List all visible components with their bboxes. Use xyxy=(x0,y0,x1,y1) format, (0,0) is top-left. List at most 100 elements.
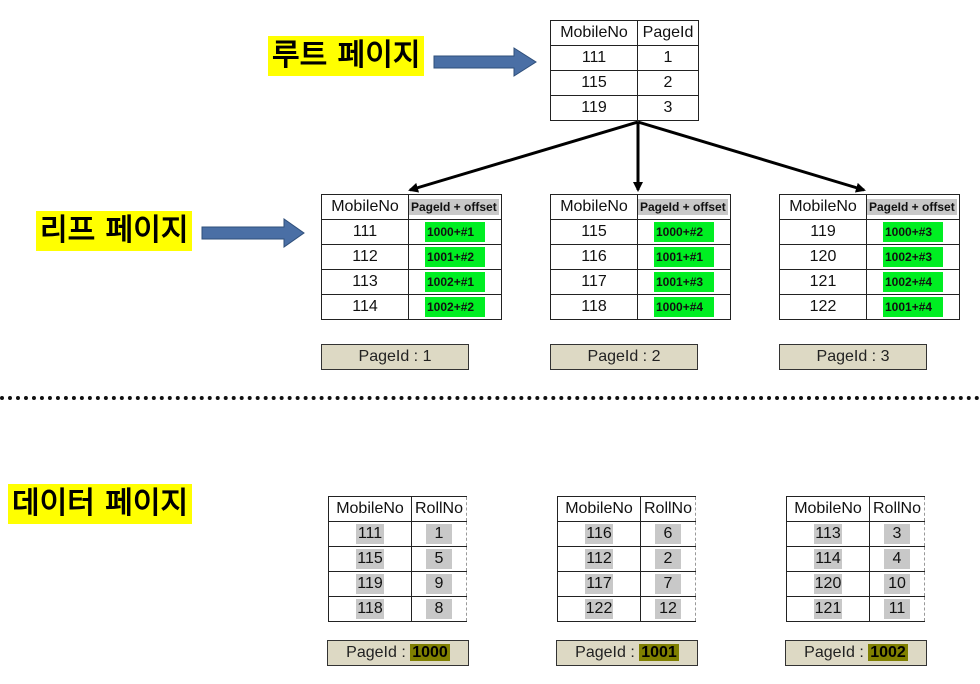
cell-mobileno: 111 xyxy=(321,219,409,245)
cell-rollno: 11 xyxy=(869,596,925,622)
cell-offset: 1001+#2 xyxy=(408,244,502,270)
header-pageid-offset: PageId + offset xyxy=(408,194,502,220)
header-pageid-offset: PageId + offset xyxy=(637,194,731,220)
cell-mobileno: 120 xyxy=(786,571,870,597)
cell-offset: 1002+#1 xyxy=(408,269,502,295)
header-rollno: RollNo xyxy=(640,496,696,522)
cell-pageid: 2 xyxy=(637,70,699,96)
cell-rollno: 7 xyxy=(640,571,696,597)
cell-mobileno: 118 xyxy=(550,294,638,320)
cell-rollno: 5 xyxy=(411,546,467,572)
header-rollno: RollNo xyxy=(411,496,467,522)
data-page-label: 데이터 페이지 xyxy=(8,484,193,524)
cell-mobileno: 112 xyxy=(321,244,409,270)
table-row: MobileNo PageId + offset xyxy=(321,194,502,220)
page-id-value: 1000 xyxy=(410,644,450,661)
cell-offset: 1001+#1 xyxy=(637,244,731,270)
cell-mobileno: 111 xyxy=(328,521,412,547)
cell-offset: 1001+#3 xyxy=(637,269,731,295)
header-mobileno: MobileNo xyxy=(779,194,867,220)
cell-pageid: 3 xyxy=(637,95,699,121)
cell-mobileno: 111 xyxy=(550,45,638,71)
leaf-page-id-label-2: PageId : 2 xyxy=(550,344,698,370)
page-id-value: 1001 xyxy=(639,644,679,661)
tree-arrow-left xyxy=(408,120,639,193)
page-id-prefix: PageId : xyxy=(575,644,640,661)
cell-mobileno: 119 xyxy=(779,219,867,245)
cell-offset: 1000+#1 xyxy=(408,219,502,245)
cell-mobileno: 115 xyxy=(328,546,412,572)
header-mobileno: MobileNo xyxy=(321,194,409,220)
table-row: MobileNo PageId + offset xyxy=(779,194,960,220)
table-row: 115 2 xyxy=(550,70,699,96)
cell-offset: 1000+#4 xyxy=(637,294,731,320)
root-page-label: 루트 페이지 xyxy=(268,36,425,76)
cell-mobileno: 115 xyxy=(550,219,638,245)
cell-mobileno: 114 xyxy=(321,294,409,320)
leaf-page-id-label-3: PageId : 3 xyxy=(779,344,927,370)
header-mobileno: MobileNo xyxy=(550,20,638,46)
table-row: MobileNo PageId + offset xyxy=(550,194,731,220)
table-row: MobileNo RollNo xyxy=(557,496,696,522)
cell-mobileno: 117 xyxy=(557,571,641,597)
data-page-id-label-1: PageId : 1000 xyxy=(327,640,469,666)
cell-pageid: 1 xyxy=(637,45,699,71)
data-page-id-label-3: PageId : 1002 xyxy=(785,640,927,666)
cell-mobileno: 113 xyxy=(321,269,409,295)
section-divider xyxy=(0,396,980,400)
cell-offset: 1000+#3 xyxy=(866,219,960,245)
cell-rollno: 12 xyxy=(640,596,696,622)
table-row: 119 3 xyxy=(550,95,699,121)
cell-mobileno: 113 xyxy=(786,521,870,547)
cell-mobileno: 117 xyxy=(550,269,638,295)
cell-mobileno: 112 xyxy=(557,546,641,572)
leaf-page-label: 리프 페이지 xyxy=(36,211,193,251)
header-mobileno: MobileNo xyxy=(550,194,638,220)
root-pointer-arrow-icon xyxy=(433,47,537,77)
header-mobileno: MobileNo xyxy=(328,496,412,522)
cell-mobileno: 114 xyxy=(786,546,870,572)
table-row: MobileNo PageId xyxy=(550,20,699,46)
cell-rollno: 6 xyxy=(640,521,696,547)
cell-rollno: 4 xyxy=(869,546,925,572)
cell-offset: 1002+#3 xyxy=(866,244,960,270)
cell-rollno: 2 xyxy=(640,546,696,572)
cell-mobileno: 116 xyxy=(550,244,638,270)
cell-mobileno: 116 xyxy=(557,521,641,547)
cell-rollno: 3 xyxy=(869,521,925,547)
cell-rollno: 10 xyxy=(869,571,925,597)
cell-mobileno: 115 xyxy=(550,70,638,96)
header-pageid-offset: PageId + offset xyxy=(866,194,960,220)
cell-mobileno: 122 xyxy=(779,294,867,320)
cell-mobileno: 119 xyxy=(328,571,412,597)
page-id-value: 1002 xyxy=(868,644,908,661)
table-row: MobileNo RollNo xyxy=(328,496,467,522)
page-id-prefix: PageId : xyxy=(804,644,869,661)
header-pageid: PageId xyxy=(637,20,699,46)
table-row: 111 1 xyxy=(550,45,699,71)
data-page-id-label-2: PageId : 1001 xyxy=(556,640,698,666)
table-row: MobileNo RollNo xyxy=(786,496,925,522)
